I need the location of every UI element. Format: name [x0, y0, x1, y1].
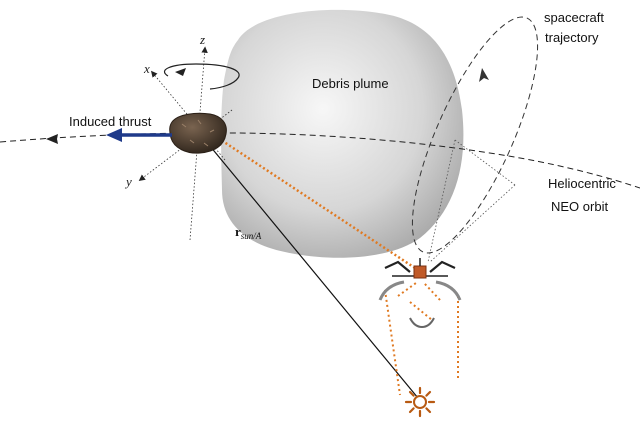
induced-thrust-arrowhead — [106, 128, 122, 142]
spacecraft-trajectory — [411, 16, 539, 254]
guide-line-3 — [429, 184, 516, 263]
y-axis-label: y — [124, 174, 132, 189]
z-axis-label: z — [199, 32, 205, 47]
heliocentric-label-line2: NEO orbit — [551, 199, 608, 214]
sunlight-beam-3 — [397, 282, 417, 297]
sunlight-beam-4 — [423, 282, 441, 301]
guide-line-1 — [454, 139, 516, 186]
spacecraft-trajectory-label-line1: spacecraft — [544, 10, 604, 25]
laser-beam — [217, 136, 416, 270]
debris-plume-label: Debris plume — [312, 76, 389, 91]
asteroid-icon — [169, 112, 227, 154]
asteroid-texture — [181, 119, 215, 147]
debris-plume — [221, 9, 464, 258]
rotation-arrowhead — [175, 68, 186, 76]
induced-thrust-label: Induced thrust — [69, 114, 152, 129]
r-vector-label: rsun/A — [235, 224, 262, 241]
trajectory-direction-arrow — [479, 68, 489, 82]
sunlight-beam-1 — [384, 289, 401, 396]
sun-icon — [404, 386, 436, 418]
r-sun-vector — [204, 139, 419, 399]
z-axis — [189, 46, 208, 241]
rotation-arrow — [163, 63, 240, 90]
spacecraft-icon — [378, 258, 462, 328]
heliocentric-label-line1: Heliocentric — [548, 176, 616, 191]
sunlight-beam-5 — [409, 301, 433, 321]
spacecraft-trajectory-label-line2: trajectory — [545, 30, 599, 45]
x-axis-label: x — [143, 61, 150, 76]
r-vector-subscript: sun/A — [241, 231, 262, 241]
orbit-direction-arrow — [46, 134, 58, 144]
r-vector-main: r — [235, 224, 241, 239]
